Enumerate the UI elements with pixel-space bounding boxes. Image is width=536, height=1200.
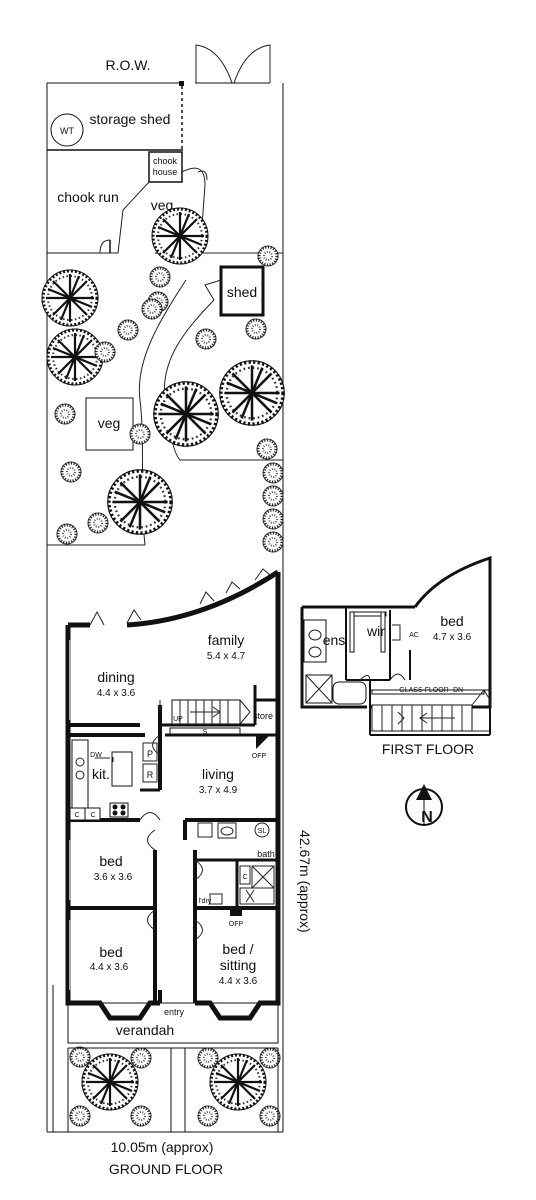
cupboard-1-label: C [74,812,79,819]
chook-house-label-2: house [153,167,178,177]
bed1-name: bed [99,853,122,869]
kitchen-fixtures [69,739,133,821]
first-floor-walls [300,555,492,736]
cupboard-2-label: C [90,812,95,819]
family-size: 5.4 x 4.7 [207,651,246,662]
store-label: store [253,711,273,721]
ac-label: AC [409,632,419,639]
rear-gates [195,44,271,84]
chook-run-label: chook run [57,189,118,205]
family-name: family [208,632,245,648]
pantry-label: P [147,749,153,759]
living-name: living [202,766,234,782]
dining-size: 4.4 x 3.6 [97,688,136,699]
water-tank-label: WT [60,126,74,136]
chook-house-label-1: chook [153,156,178,166]
dining-name: dining [97,669,134,685]
bed2-size: 4.4 x 3.6 [90,962,129,973]
shed [204,265,265,317]
length-dimension: 42.67m (approx) [297,830,313,933]
width-dimension: 10.05m (approx) [111,1139,214,1155]
ofp-bed-sitting-label: OFP [229,921,244,928]
lot-boundary [46,81,284,1133]
ensuite-label: ens [323,632,346,648]
glass-floor-label: GLASS FLOOR [399,687,448,694]
dishwasher-label: DW [90,752,102,759]
bath-cupboard-label: C [242,874,247,881]
storage-shed [47,86,183,151]
fridge-label: R [147,770,154,780]
store-s-label: S [203,729,208,736]
bed-sitting-name-1: bed / [222,941,253,957]
ff-bed-size: 4.7 x 3.6 [433,632,472,643]
living-size: 3.7 x 4.9 [199,785,238,796]
bath-label: bath [257,849,275,859]
fireplace-living [256,735,270,749]
dn-label: DN [453,687,463,694]
skylight-label: SL [258,828,267,835]
veg-mid-label: veg [98,415,121,431]
house-walls [65,568,281,1132]
bed-sitting-size: 4.4 x 3.6 [219,976,258,987]
bed2-name: bed [99,944,122,960]
bed-sitting-name-2: sitting [220,957,257,973]
bed1-size: 3.6 x 3.6 [94,872,133,883]
wir-label: wir [366,623,385,639]
garden-trees [40,206,285,1128]
shed-label: shed [227,284,257,300]
storage-shed-label: storage shed [90,111,171,127]
row-label: R.O.W. [105,57,150,73]
ff-bed-name: bed [440,613,463,629]
ground-stairs [169,699,251,735]
bathroom-fixtures [197,822,275,905]
verandah-label: verandah [116,1022,174,1038]
entry-label: entry [164,1007,185,1017]
north-label: N [421,809,433,826]
north-arrow-icon [405,784,443,826]
ofp-living-label: OFP [252,753,267,760]
veg-top-label: veg [151,197,174,213]
first-floor-caption: FIRST FLOOR [382,741,474,757]
veg-bed-mid [85,397,134,451]
laundry-label: l'dry [199,898,212,905]
stairs-up-label: UP [173,716,183,723]
kitchen-label: kit. [92,766,110,782]
fireplace-bed-sitting [230,909,242,916]
ground-floor-caption: GROUND FLOOR [109,1161,223,1177]
